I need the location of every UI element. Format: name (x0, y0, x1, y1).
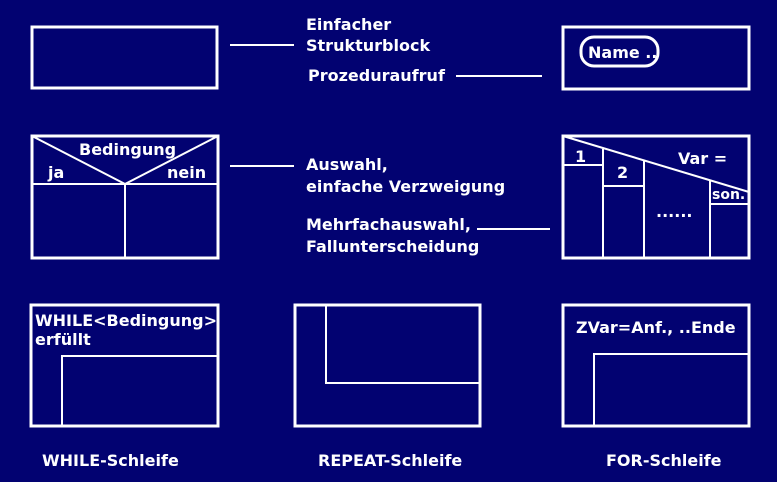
while-loop-label: WHILE-Schleife (42, 451, 179, 470)
repeat-loop-label: REPEAT-Schleife (318, 451, 462, 470)
multi-selection-label-line1: Mehrfachauswahl, (306, 215, 471, 234)
simple-block-label-line2: Strukturblock (306, 36, 430, 55)
for-loop-body (593, 353, 749, 426)
case-symbol (561, 134, 751, 260)
case-var-text: Var = (678, 149, 727, 168)
simple-block-label-line1: Einfacher (306, 15, 391, 34)
selection-condition-text: Bedingung (79, 140, 176, 159)
while-loop-symbol (29, 303, 220, 428)
selection-diagonal-left (31, 135, 126, 185)
selection-no-text: nein (167, 163, 206, 182)
case-else-text: son. (712, 187, 745, 203)
while-loop-body (61, 355, 218, 426)
for-loop-label: FOR-Schleife (606, 451, 722, 470)
for-loop-symbol (561, 303, 751, 428)
case-diagonal (562, 135, 750, 193)
repeat-loop-body (325, 305, 480, 384)
simple-block-symbol (30, 25, 219, 90)
selection-yes-text: ja (47, 163, 64, 182)
procedure-call-label: Prozeduraufruf (308, 66, 446, 85)
procedure-name-capsule (579, 35, 660, 68)
procedure-name-text: Name .. (588, 43, 657, 62)
selection-diagonal-right (124, 135, 219, 185)
case-2-text: 2 (617, 163, 628, 182)
while-header-line1: WHILE<Bedingung> (35, 311, 217, 330)
case-1-text: 1 (575, 147, 586, 166)
multi-selection-label-line2: Fallunterscheidung (306, 237, 479, 256)
selection-label-line2: einfache Verzweigung (306, 177, 505, 196)
selection-label-line1: Auswahl, (306, 155, 388, 174)
case-dots-text: ...... (656, 202, 692, 221)
while-header-line2: erfüllt (35, 330, 91, 349)
procedure-call-symbol (561, 25, 751, 91)
for-header-text: ZVar=Anf., ..Ende (576, 318, 736, 337)
repeat-loop-symbol (293, 303, 482, 428)
